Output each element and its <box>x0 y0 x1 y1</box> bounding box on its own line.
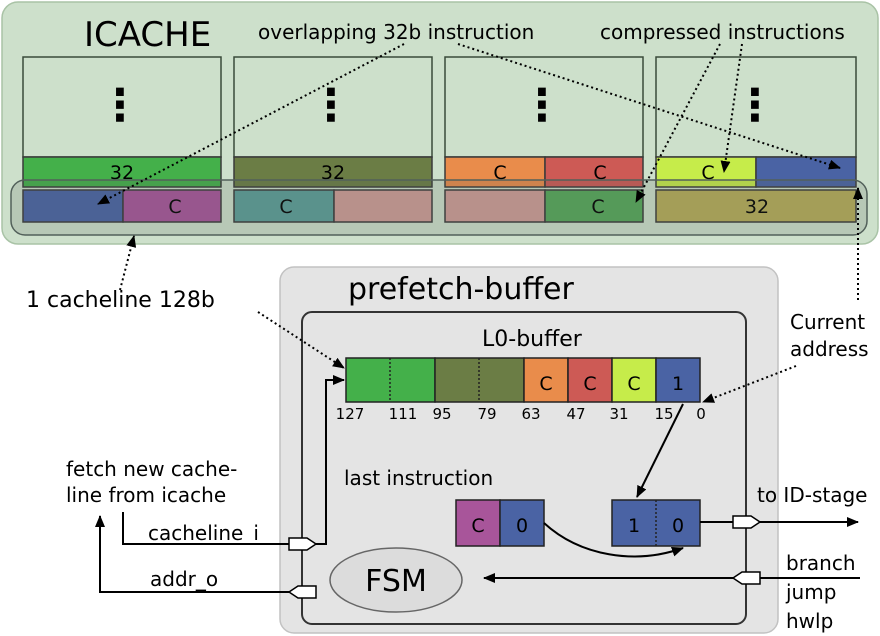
l0-tick-47: 47 <box>566 405 585 423</box>
fetch-line <box>122 512 289 545</box>
to-id-stage-label: to ID-stage <box>757 483 867 507</box>
l0-buffer: C C C 1 <box>345 357 701 403</box>
prefetch-inner-box <box>301 311 747 625</box>
icache-cell-r2-5 <box>444 189 546 223</box>
l0-tick-31: 31 <box>609 405 628 423</box>
cacheline-128b-label: 1 cacheline 128b <box>26 288 215 313</box>
icache-cell-r1-4-label: C <box>593 162 606 184</box>
jump-label: jump <box>785 580 836 604</box>
current-address-arrow-l0 <box>702 365 797 403</box>
compressed-label: compressed instructions <box>600 20 845 44</box>
hwlp-label: hwlp <box>786 609 833 633</box>
icache-cell-r1-2 <box>233 156 433 188</box>
icache-cell-r1-1 <box>22 156 222 188</box>
last-instr-cell-0-label: 0 <box>516 515 528 537</box>
prefetch-buffer-title: prefetch-buffer <box>348 272 574 307</box>
l0-cell-5-label: C <box>627 373 640 395</box>
l0-cell-3-label: C <box>539 373 552 395</box>
overlap-arrow-2 <box>457 43 841 170</box>
cacheline-i-label: cacheline_i <box>148 521 259 545</box>
cacheline-i-port <box>288 537 318 551</box>
addr-o-port <box>287 585 317 599</box>
icache-cell-r2-6-label: C <box>591 196 604 218</box>
icache-cell-r1-3-label: C <box>493 162 506 184</box>
icache-title: ICACHE <box>84 15 211 55</box>
output-cell-1-label: 1 <box>628 515 640 537</box>
output-register <box>611 499 701 547</box>
overlap-label: overlapping 32b instruction <box>258 20 534 44</box>
icache-cell-r2-6 <box>544 189 644 223</box>
icache-cell-r2-7-label: 32 <box>745 196 769 218</box>
last-instr-cell-c <box>455 499 501 547</box>
icache-cell-r1-2-label: 32 <box>321 162 345 184</box>
fetch-new-label-line1: fetch new cache- <box>66 457 237 481</box>
fsm-ellipse <box>329 547 463 613</box>
l0-cell-5 <box>611 357 657 403</box>
dots-4: ⋮ <box>733 80 777 131</box>
fetch-new-label-line2: line from icache <box>66 483 226 507</box>
dots-2: ⋮ <box>309 80 353 131</box>
cacheline-arrow-l0 <box>257 311 345 369</box>
cacheline-highlight <box>10 179 868 236</box>
icache-cell-r1-4 <box>544 156 644 188</box>
current-address-label-line1: Current <box>790 310 865 334</box>
dots-3: ⋮ <box>520 80 564 131</box>
icache-cell-r2-4 <box>333 189 433 223</box>
output-cell-0-label: 0 <box>672 515 684 537</box>
current-address-label-line2: address <box>790 337 869 361</box>
addr-o-label: addr_o <box>150 567 218 591</box>
cacheline-i-wire <box>316 375 345 545</box>
last-to-output-arrow <box>543 522 684 558</box>
icache-cell-r1-5 <box>655 156 757 188</box>
l0-tick-111: 111 <box>389 405 418 423</box>
l0-cell-4-label: C <box>583 373 596 395</box>
icache-cell-r1-3 <box>444 156 546 188</box>
l0-tick-0: 0 <box>696 405 706 423</box>
l0-to-output-arrow <box>636 403 684 498</box>
cacheline-arrow-up <box>119 235 137 291</box>
dots-1: ⋮ <box>98 80 142 131</box>
l0-cell-6-label: 1 <box>672 373 684 395</box>
l0-buffer-title: L0-buffer <box>482 327 583 352</box>
l0-tick-15: 15 <box>654 405 673 423</box>
icache-cell-r2-7 <box>655 189 857 223</box>
icache-cell-r1-5-label: C <box>701 162 714 184</box>
branch-label: branch <box>786 551 856 575</box>
branch-port <box>731 571 761 585</box>
l0-tick-95: 95 <box>432 405 451 423</box>
l0-tick-79: 79 <box>477 405 496 423</box>
id-stage-port <box>732 515 762 529</box>
addr-o-wire <box>95 515 289 593</box>
icache-cell-r1-1-label: 32 <box>110 162 134 184</box>
icache-cell-r2-3 <box>233 189 335 223</box>
icache-cell-r2-2-label: C <box>168 196 181 218</box>
last-instr-cell-c-label: C <box>471 515 484 537</box>
l0-tick-127: 127 <box>336 405 365 423</box>
last-instruction-label: last instruction <box>344 466 493 490</box>
fsm-label: FSM <box>365 564 427 599</box>
l0-tick-63: 63 <box>521 405 540 423</box>
l0-cell-6 <box>655 357 701 403</box>
compressed-arrow-2 <box>720 43 743 173</box>
icache-cell-r2-3-label: C <box>279 196 292 218</box>
icache-cell-r2-2 <box>122 189 222 223</box>
